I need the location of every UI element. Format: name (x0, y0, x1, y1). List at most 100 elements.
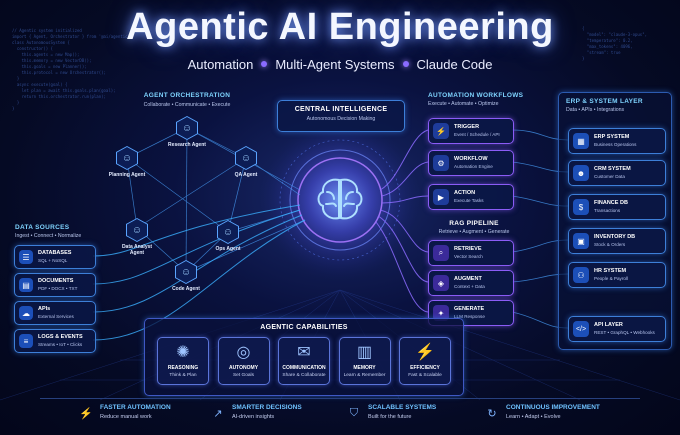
card-title: ERP SYSTEM (594, 134, 630, 140)
card-title: LOGS & EVENTS (38, 334, 83, 340)
brain-icon (317, 178, 363, 220)
subtitle-item: Claude Code (416, 57, 493, 72)
benefit-subtitle: Built for the future (368, 414, 412, 420)
card-subtitle: Automation Engine (454, 164, 493, 169)
planning-agent-node[interactable]: ☺ Planning Agent (107, 146, 147, 178)
code-snippet-left: // Agentic system initialized import { A… (12, 28, 133, 111)
benefit-scalable-systems: ⛉ SCALABLE SYSTEMS Built for the future (346, 402, 466, 426)
code-icon: </> (573, 321, 589, 337)
agent-label: QA Agent (234, 172, 258, 178)
card-title: RETRIEVE (454, 246, 482, 252)
api-layer-card[interactable]: </> API LAYER REST • GraphQL • Webhooks (568, 316, 666, 342)
augment-card[interactable]: ◈ AUGMENT Context + Data (428, 270, 514, 296)
benefit-smarter-decisions: ↗ SMARTER DECISIONS AI-driven insights (210, 402, 330, 426)
robot-icon: ☺ (127, 219, 147, 241)
lightning-icon: ⚡ (433, 123, 449, 139)
card-title: AUGMENT (454, 276, 482, 282)
logs-events-card[interactable]: ≡ LOGS & EVENTS Streams • IoT • Clicks (14, 329, 96, 353)
data-analyst-agent-node[interactable]: ☺ Data Analyst Agent (117, 218, 157, 256)
benefit-continuous-improvement: ↻ CONTINUOUS IMPROVEMENT Learn • Adapt •… (484, 402, 634, 426)
capability-reasoning[interactable]: ✺ REASONING Think & Plan (157, 337, 209, 385)
research-agent-node[interactable]: ☺ Research Agent (167, 116, 207, 148)
capability-title: COMMUNICATION (282, 365, 326, 371)
card-subtitle: Transactions (594, 208, 621, 213)
benefit-subtitle: Reduce manual work (100, 414, 152, 420)
section-subtitle: Execute • Automate • Optimize (428, 101, 499, 107)
play-icon: ▶ (433, 189, 449, 205)
section-subtitle: Collaborate • Communicate • Execute (143, 102, 231, 108)
capability-subtitle: Fast & Scalable (408, 373, 442, 378)
benefit-title: SCALABLE SYSTEMS (368, 404, 437, 411)
agentic-capabilities-panel: AGENTIC CAPABILITIES ✺ REASONING Think &… (144, 318, 464, 396)
card-subtitle: External Services (38, 314, 74, 319)
card-title: HR SYSTEM (594, 268, 627, 274)
workflow-card[interactable]: ⚙ WORKFLOW Automation Engine (428, 150, 514, 176)
generate-card[interactable]: ✦ GENERATE LLM Response (428, 300, 514, 326)
card-title: ACTION (454, 190, 476, 196)
capability-memory[interactable]: ▥ MEMORY Learn & Remember (338, 337, 391, 385)
card-subtitle: REST • GraphQL • Webhooks (594, 330, 655, 335)
section-subtitle: Autonomous Decision Making (306, 116, 376, 122)
capability-title: AUTONOMY (228, 365, 259, 371)
documents-card[interactable]: ▤ DOCUMENTS PDF • DOCX • TXT (14, 273, 96, 297)
qa-agent-node[interactable]: ☺ QA Agent (226, 146, 266, 178)
section-title: RAG PIPELINE (449, 220, 499, 227)
crm-system-card[interactable]: ☻ CRM SYSTEM Customer Data (568, 160, 666, 186)
capability-efficiency[interactable]: ⚡ EFFICIENCY Fast & Scalable (399, 337, 451, 385)
card-title: WORKFLOW (454, 156, 488, 162)
agent-label: Research Agent (168, 142, 206, 148)
data-sources-header: DATA SOURCES Ingest • Connect • Normaliz… (15, 224, 105, 239)
databases-card[interactable]: ☰ DATABASES SQL + NoSQL (14, 245, 96, 269)
page-title: Agentic AI Engineering (126, 6, 554, 48)
book-icon: ▥ (356, 344, 373, 361)
document-icon: ▤ (19, 278, 33, 292)
trigger-card[interactable]: ⚡ TRIGGER Event / Schedule / API (428, 118, 514, 144)
robot-icon: ☺ (177, 117, 197, 139)
retrieve-card[interactable]: ⌕ RETRIEVE Vector Search (428, 240, 514, 266)
card-title: APIs (38, 306, 51, 312)
card-title: INVENTORY DB (594, 234, 636, 240)
card-subtitle: Business Operations (594, 142, 637, 147)
sparkle-icon: ✦ (433, 305, 449, 321)
agent-orchestration-header: AGENT ORCHESTRATION Collaborate • Commun… (126, 92, 248, 108)
card-subtitle: Vector Search (454, 254, 483, 259)
bottom-divider (40, 398, 640, 399)
benefit-faster-automation: ⚡ FASTER AUTOMATION Reduce manual work (78, 402, 208, 426)
action-card[interactable]: ▶ ACTION Execute Tasks (428, 184, 514, 210)
lightning-icon: ⚡ (415, 344, 435, 361)
apis-card[interactable]: ☁ APIs External Services (14, 301, 96, 325)
card-title: API LAYER (594, 322, 623, 328)
robot-icon: ☺ (176, 261, 196, 283)
code-agent-node[interactable]: ☺ Code Agent (166, 260, 206, 292)
hr-system-card[interactable]: ⚇ HR SYSTEM People & Payroll (568, 262, 666, 288)
robot-icon: ☺ (218, 221, 238, 243)
card-title: FINANCE DB (594, 200, 628, 206)
logs-icon: ≡ (19, 334, 33, 348)
capability-title: MEMORY (353, 365, 376, 371)
automation-workflows-header: AUTOMATION WORKFLOWS Execute • Automate … (428, 92, 538, 107)
erp-system-card[interactable]: ▦ ERP SYSTEM Business Operations (568, 128, 666, 154)
section-subtitle: Data • APIs • Integrations (566, 107, 625, 113)
section-title: AGENTIC CAPABILITIES (260, 324, 348, 331)
capability-communication[interactable]: ✉ COMMUNICATION Share & Collaborate (278, 337, 330, 385)
card-subtitle: People & Payroll (594, 276, 628, 281)
benefit-title: SMARTER DECISIONS (232, 404, 302, 411)
section-title: AGENT ORCHESTRATION (143, 92, 231, 99)
benefit-title: FASTER AUTOMATION (100, 404, 171, 411)
finance-db-card[interactable]: $ FINANCE DB Transactions (568, 194, 666, 220)
capability-autonomy[interactable]: ◎ AUTONOMY Set Goals (217, 337, 270, 385)
dot-separator (402, 61, 409, 67)
brain-icon: ✺ (176, 344, 190, 361)
agent-label: Planning Agent (108, 172, 146, 178)
card-title: TRIGGER (454, 124, 480, 130)
ops-agent-node[interactable]: ☺ Ops Agent (208, 220, 248, 252)
card-title: DATABASES (38, 250, 72, 256)
gear-icon: ⚙ (433, 155, 449, 171)
card-title: CRM SYSTEM (594, 166, 631, 172)
shield-icon: ⛉ (349, 406, 359, 419)
people-icon: ⚇ (573, 267, 589, 283)
agent-label: Data Analyst Agent (121, 244, 153, 256)
inventory-db-card[interactable]: ▣ INVENTORY DB Stock & Orders (568, 228, 666, 254)
section-subtitle: Retrieve • Augment • Generate (438, 229, 510, 235)
